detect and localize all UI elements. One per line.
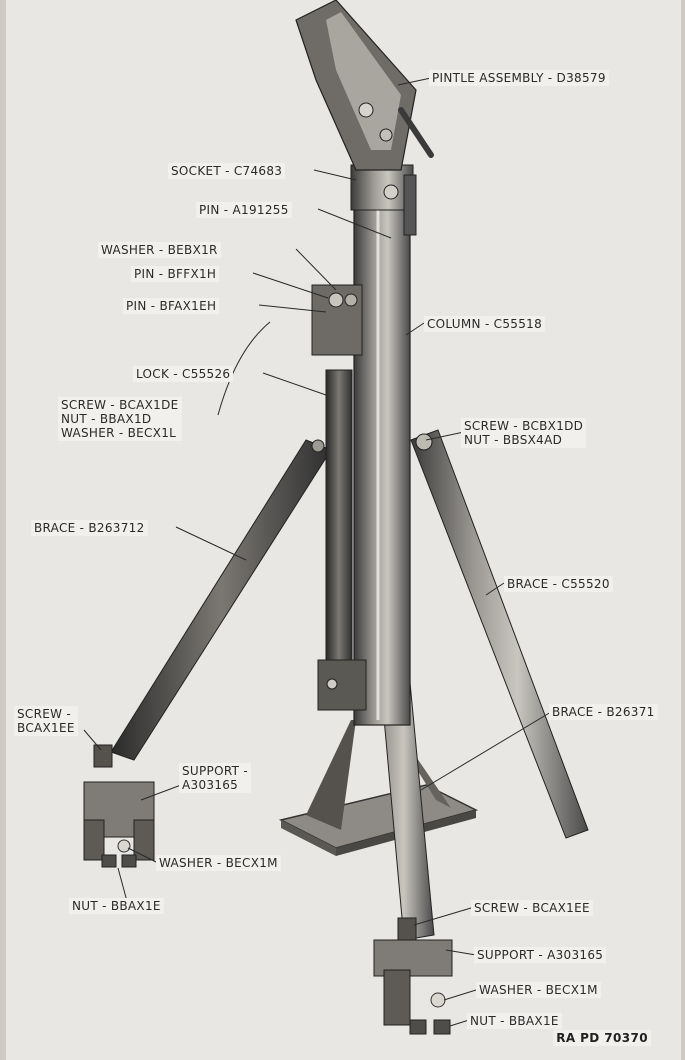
screw-right bbox=[397, 917, 417, 941]
socket-handle bbox=[403, 174, 417, 236]
label-brace-c55520: BRACE - C55520 bbox=[504, 576, 613, 592]
brace-top-bolt-right bbox=[415, 433, 433, 451]
pintle-bolt-2 bbox=[379, 128, 393, 142]
brace-c55520 bbox=[410, 429, 589, 839]
label-support-left: SUPPORT - A303165 bbox=[179, 763, 251, 793]
label-washer-right: WASHER - BECX1M bbox=[476, 982, 601, 998]
screw-left bbox=[93, 744, 113, 768]
label-pintle-assembly: PINTLE ASSEMBLY - D38579 bbox=[429, 70, 609, 86]
label-screw-nut-right: SCREW - BCBX1DD NUT - BBSX4AD bbox=[461, 418, 587, 448]
support-right-leg bbox=[383, 969, 411, 1026]
column-c55518 bbox=[353, 204, 411, 726]
label-column: COLUMN - C55518 bbox=[424, 316, 546, 332]
collar-pin-head-2 bbox=[344, 293, 358, 307]
figure-reference: RA PD 70370 bbox=[553, 1030, 651, 1046]
label-washer-bebx1r: WASHER - BEBX1R bbox=[98, 242, 221, 258]
label-pin-a191255: PIN - A191255 bbox=[196, 202, 292, 218]
label-washer-left: WASHER - BECX1M bbox=[156, 855, 281, 871]
washer-right bbox=[430, 992, 446, 1008]
collar-pin-head bbox=[328, 292, 344, 308]
label-brace-b26371: BRACE - B26371 bbox=[549, 704, 658, 720]
nut-left-1 bbox=[101, 854, 117, 868]
base-plate-edge-left bbox=[281, 820, 336, 856]
pin-a191255-head bbox=[383, 184, 399, 200]
label-pin-bffx1h: PIN - BFFX1H bbox=[131, 266, 220, 282]
brace-top-bolt-left bbox=[311, 439, 325, 453]
lock-tube bbox=[325, 369, 353, 701]
label-screw-left: SCREW - BCAX1EE bbox=[14, 706, 78, 736]
brace-b263712 bbox=[110, 439, 332, 761]
label-socket: SOCKET - C74683 bbox=[168, 163, 286, 179]
socket-c74683 bbox=[350, 164, 414, 211]
washer-left bbox=[117, 839, 131, 853]
base-gusset-left bbox=[306, 720, 356, 830]
support-left-leg bbox=[83, 819, 105, 861]
nut-right-2 bbox=[433, 1019, 451, 1035]
leader-lines bbox=[83, 77, 552, 1027]
pintle-bolt-1 bbox=[358, 102, 374, 118]
label-lock: LOCK - C55526 bbox=[133, 366, 234, 382]
pintle-highlight bbox=[326, 12, 401, 150]
nut-left-2 bbox=[121, 854, 137, 868]
label-nut-right: NUT - BBAX1E bbox=[467, 1013, 562, 1029]
support-left-leg-2 bbox=[133, 819, 155, 861]
label-nut-left: NUT - BBAX1E bbox=[69, 898, 164, 914]
lower-clamp-bolt bbox=[326, 678, 338, 690]
label-support-right: SUPPORT - A303165 bbox=[474, 947, 607, 963]
nut-right-1 bbox=[409, 1019, 427, 1035]
label-pin-bfax1eh: PIN - BFAX1EH bbox=[123, 298, 220, 314]
label-screw-right: SCREW - BCAX1EE bbox=[471, 900, 593, 916]
label-screw-nut-washer-left: SCREW - BCAX1DE NUT - BBAX1D WASHER - BE… bbox=[58, 397, 182, 441]
pintle-lever bbox=[398, 107, 434, 158]
lower-clamp bbox=[317, 659, 367, 711]
label-brace-b263712: BRACE - B263712 bbox=[31, 520, 148, 536]
tripod-mount-illustration bbox=[83, 0, 589, 1035]
